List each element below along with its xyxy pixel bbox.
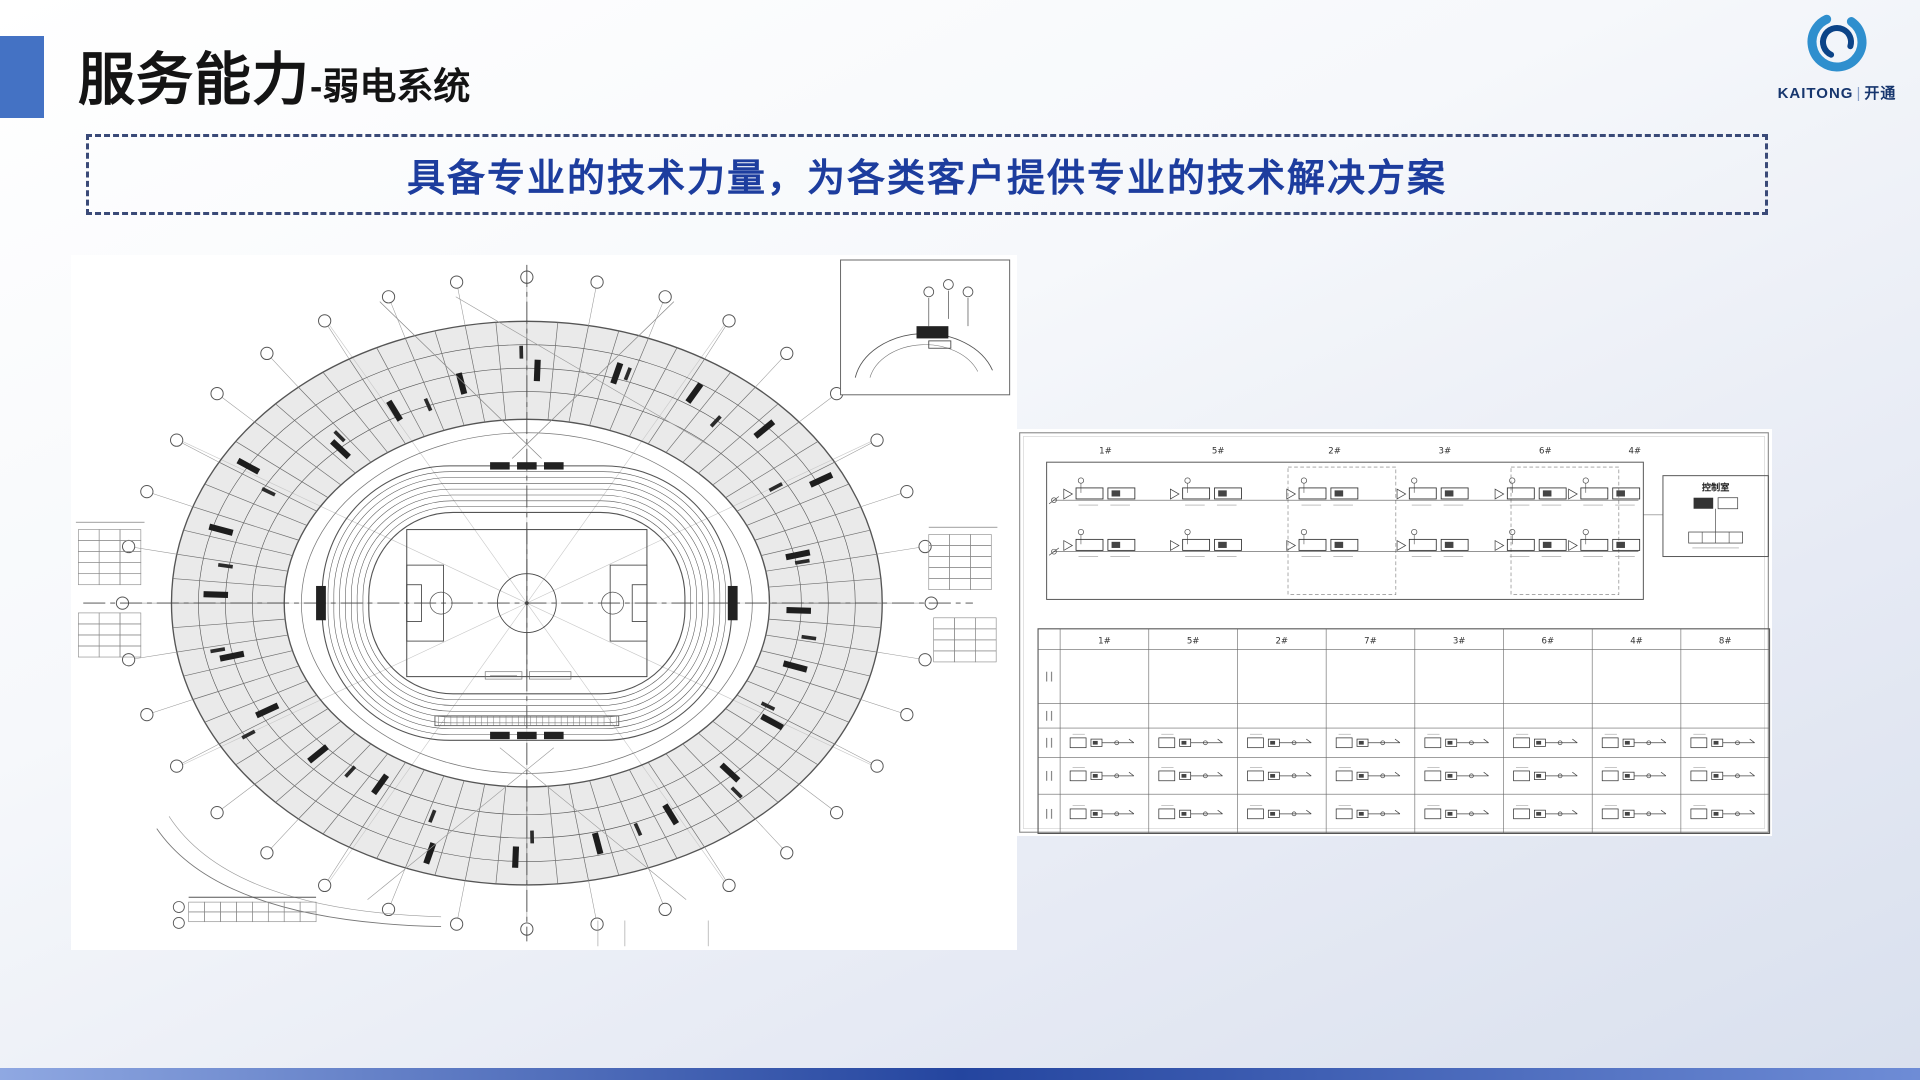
banner-text: 具备专业的技术力量，为各类客户提供专业的技术解决方案 [406,158,1447,200]
logo-brand-cn: 开通 [1864,85,1897,102]
svg-text:1#: 1# [1098,637,1111,647]
banner: 具备专业的技术力量，为各类客户提供专业的技术解决方案 [86,134,1768,215]
logo-text: KAITONG|开通 [1772,82,1902,103]
kaitong-swirl-icon [1807,12,1867,72]
footer-bar [0,1068,1920,1080]
title-accent-bar [0,36,44,118]
svg-text:1#: 1# [1099,447,1112,457]
svg-text:4#: 4# [1630,637,1643,647]
stadium-plan-svg [75,259,1011,947]
logo-brand-en: KAITONG [1777,85,1854,102]
pa-schematic-svg: 1# 5# 2# 3# 6# 4# 控制室 1# 5# 2# 7# 3# 6# 4# 8# [1019,432,1771,834]
page-title-row: 服务能力 -弱电系统 [78,34,470,116]
svg-text:2#: 2# [1275,637,1288,647]
stadium-plan-drawing [71,255,1017,950]
page-title: 服务能力 [78,48,310,112]
svg-text:5#: 5# [1212,447,1225,457]
svg-text:8#: 8# [1719,637,1732,647]
page-subtitle: -弱电系统 [310,66,471,107]
kaitong-logo: KAITONG|开通 [1772,8,1902,103]
svg-text:控制室: 控制室 [1702,481,1730,493]
svg-text:3#: 3# [1453,637,1466,647]
svg-text:2#: 2# [1328,447,1341,457]
pa-schematic-drawing: 1# 5# 2# 3# 6# 4# 控制室 1# 5# 2# 7# 3# 6# 4# 8# [1016,429,1772,836]
svg-text:6#: 6# [1539,447,1552,457]
svg-text:4#: 4# [1628,447,1641,457]
svg-text:6#: 6# [1542,637,1555,647]
logo-divider: | [1856,85,1862,102]
svg-text:7#: 7# [1364,637,1377,647]
svg-text:3#: 3# [1439,447,1452,457]
svg-text:5#: 5# [1187,637,1200,647]
